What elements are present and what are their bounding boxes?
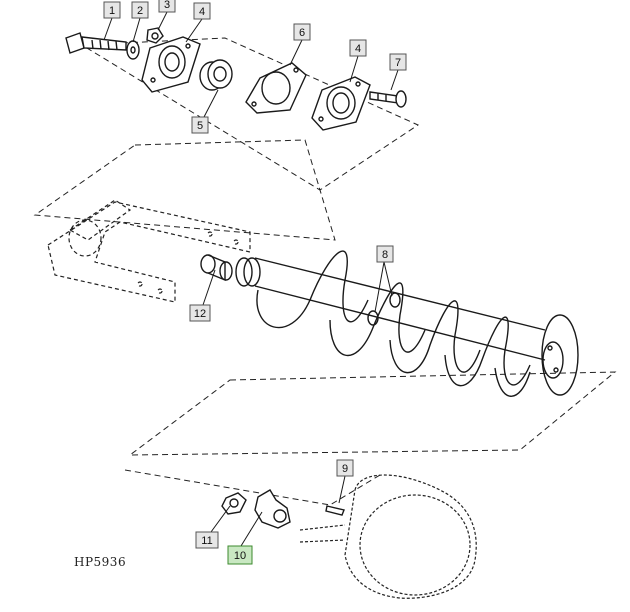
flange-plate-part (141, 36, 201, 93)
callout-6-label: 6 (299, 27, 305, 39)
upper-bearing-assembly (65, 27, 407, 131)
bearing-part (199, 59, 233, 91)
carriage-bolt-part (369, 90, 407, 108)
callout-4b[interactable]: 4 (349, 39, 367, 57)
lower-drive-assembly (221, 489, 345, 529)
leader-lines (103, 11, 399, 547)
callout-8[interactable]: 8 (376, 245, 394, 263)
bolt-part (65, 32, 127, 54)
auger-frame (47, 199, 251, 303)
callout-11-label: 11 (201, 535, 212, 547)
callout-1[interactable]: 1 (103, 1, 121, 19)
callout-4a[interactable]: 4 (193, 2, 211, 20)
middle-plane (33, 139, 336, 241)
callout-8-label: 8 (382, 249, 388, 261)
callout-2-label: 2 (137, 5, 143, 17)
callouts: 1 2 3 4 5 6 4 7 (103, 0, 407, 565)
callout-4a-label: 4 (199, 6, 205, 18)
callout-4b-label: 4 (355, 43, 361, 55)
callout-3-label: 3 (164, 0, 170, 11)
bushing-part (200, 254, 233, 282)
callout-1-label: 1 (109, 5, 115, 17)
callout-12[interactable]: 12 (189, 304, 211, 322)
lower-plane (128, 371, 617, 456)
gearbox-housing (299, 474, 477, 599)
callout-9-label: 9 (342, 463, 348, 475)
callout-11[interactable]: 11 (195, 531, 219, 549)
callout-3[interactable]: 3 (158, 0, 176, 13)
callout-9[interactable]: 9 (336, 459, 354, 477)
callout-12-label: 12 (194, 308, 206, 320)
callout-5[interactable]: 5 (191, 116, 209, 134)
lower-nut-part (221, 492, 247, 515)
callout-10-label: 10 (234, 550, 246, 562)
nut-part (146, 27, 164, 44)
key-part (325, 505, 345, 516)
washer-part (126, 40, 140, 60)
callout-10-highlighted[interactable]: 10 (227, 545, 253, 565)
second-flange-part (311, 76, 371, 131)
figure-id: HP5936 (74, 555, 126, 569)
callout-6[interactable]: 6 (293, 23, 311, 41)
upper-plane (80, 37, 420, 191)
gasket-part (245, 62, 307, 114)
callout-2[interactable]: 2 (131, 1, 149, 19)
callout-5-label: 5 (197, 120, 203, 132)
callout-7[interactable]: 7 (389, 53, 407, 71)
callout-7-label: 7 (395, 57, 401, 69)
bracket-part (254, 489, 291, 529)
auger-screw (200, 250, 579, 397)
